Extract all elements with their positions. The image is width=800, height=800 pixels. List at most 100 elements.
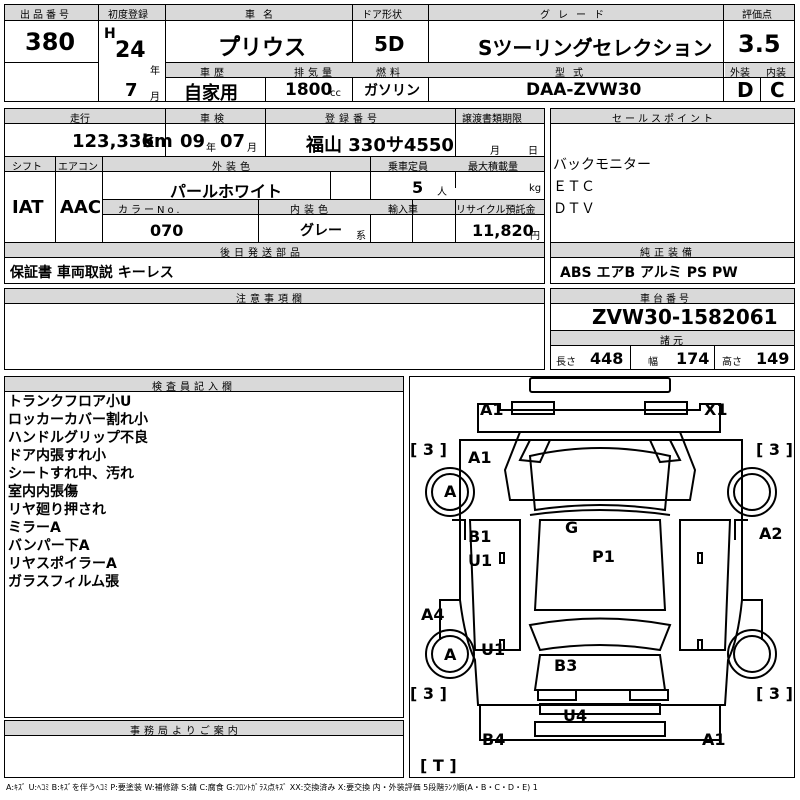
equipment-value: ABS エアB アルミ PS PW	[560, 265, 738, 281]
height-value: 149	[756, 349, 790, 368]
shift-value: IAT	[12, 197, 44, 218]
mark-b3: B3	[554, 656, 578, 675]
inspection-year-unit: 年	[206, 143, 216, 154]
interior-label: 内装	[766, 68, 786, 79]
car-diagram	[425, 377, 777, 741]
inspection-month: 07	[220, 131, 246, 152]
sales-line-3: ＤＴＶ	[553, 201, 595, 217]
load-unit: kg	[529, 183, 542, 194]
lot-number: 380	[25, 28, 76, 56]
exterior-grade: D	[737, 78, 754, 102]
recycle-value: 11,820	[472, 221, 534, 240]
aircon-value: AAC	[60, 197, 102, 218]
history-label: 車歴	[200, 68, 228, 79]
interior-color-value: グレー	[300, 223, 342, 239]
lot-label: 出品番号	[20, 10, 72, 21]
displacement-unit: cc	[330, 88, 341, 99]
era-letter: H	[104, 26, 116, 42]
chassis-value: ZVW30-1582061	[592, 305, 778, 329]
spec-label: 諸元	[660, 336, 686, 347]
recycle-unit: 円	[530, 231, 540, 242]
width-value: 174	[676, 349, 710, 368]
month-unit: 月	[150, 92, 160, 103]
car-name-label: 車名	[245, 10, 281, 21]
tire-mark-top-right: [ 3 ]	[756, 440, 793, 459]
inspector-block	[4, 376, 404, 718]
year-unit: 年	[150, 66, 160, 77]
transfer-label: 譲渡書類期限	[462, 114, 522, 125]
mark-g: G	[565, 518, 579, 537]
shift-label: シフト	[12, 162, 42, 173]
inspector-label: 検査員記入欄	[152, 382, 236, 393]
inspection-label: 車検	[200, 114, 228, 125]
legend: A:ｷｽﾞ U:ﾍｺﾐ B:ｷｽﾞを伴うﾍｺﾐ P:要塗装 W:補修跡 S:錆 …	[6, 783, 538, 792]
score-label: 評価点	[742, 10, 772, 21]
capacity-label: 乗車定員	[388, 162, 428, 173]
inspector-note-line: ミラーA	[8, 520, 61, 536]
inspector-note-line: バンパー下A	[8, 538, 90, 554]
tire-mark-bottom-left: [ 3 ]	[410, 684, 447, 703]
grade-label: グレード	[540, 10, 612, 21]
tire-mark-bottom-right: [ 3 ]	[756, 684, 793, 703]
recycle-label: リサイクル預託金	[456, 205, 536, 216]
mark-b4: B4	[482, 730, 506, 749]
inspector-note-line: ドア内張すれ小	[8, 448, 106, 464]
width-label: 幅	[648, 357, 658, 368]
history-value: 自家用	[184, 83, 238, 104]
notes-label: 注意事項欄	[236, 294, 306, 305]
mileage-unit: km	[142, 131, 173, 152]
displacement-label: 排気量	[294, 68, 336, 79]
displacement-value: 1800	[285, 80, 333, 100]
inspector-note-line: 室内内張傷	[8, 484, 78, 500]
mark-a-front-left: A	[444, 482, 457, 501]
transfer-month-unit: 月	[490, 146, 500, 157]
mark-u4: U4	[563, 706, 588, 725]
exterior-label: 外装	[730, 68, 750, 79]
inspector-note-line: シートすれ中、汚れ	[8, 466, 134, 482]
inspector-note-line: ロッカーカバー割れ小	[8, 412, 148, 428]
capacity-unit: 人	[437, 187, 447, 198]
car-name: プ゚リウス	[218, 36, 307, 61]
length-value: 448	[590, 349, 624, 368]
spare-tire-mark: [ T ]	[420, 756, 457, 775]
plate-value: 福山 330サ4550	[306, 135, 454, 156]
office-label: 事務局よりご案内	[130, 726, 242, 737]
tire-mark-top-left: [ 3 ]	[410, 440, 447, 459]
inspection-month-unit: 月	[247, 143, 257, 154]
colorno-label: カラーNo.	[118, 205, 183, 216]
length-label: 長さ	[556, 357, 576, 368]
aircon-label: エアコン	[58, 162, 98, 173]
colorno-value: 070	[150, 221, 184, 240]
sales-line-1: バックモニター	[553, 157, 651, 173]
transfer-day-unit: 日	[528, 146, 538, 157]
shipping-label: 後日発送部品	[220, 248, 304, 259]
mark-b1: B1	[468, 527, 492, 546]
color-value: パールホワイト	[170, 182, 283, 201]
mileage-label: 走行	[70, 114, 90, 125]
interior-color-label: 内装色	[290, 205, 332, 216]
mark-a1-left: A1	[468, 448, 492, 467]
model-value: DAA-ZVW30	[526, 80, 642, 100]
inspector-note-line: ハンドルグリップ不良	[8, 430, 148, 446]
plate-label: 登録番号	[325, 114, 381, 125]
sales-line-2: ＥＴＣ	[553, 179, 595, 195]
mileage-value: 123,336	[72, 131, 154, 152]
mark-a1-top: A1	[480, 400, 504, 419]
mark-u1-left: U1	[468, 551, 493, 570]
chassis-label: 車台番号	[640, 294, 692, 305]
fuel-value: ガソリン	[364, 83, 420, 99]
mark-a-rear-left: A	[444, 645, 457, 664]
shipping-value: 保証書 車両取説 キーレス	[10, 265, 174, 281]
load-label: 最大積載量	[468, 162, 518, 173]
color-label: 外装色	[212, 162, 254, 173]
interior-color-unit: 系	[356, 231, 366, 242]
model-label: 型式	[555, 68, 591, 79]
inspector-note-line: ガラスフィルム張	[8, 574, 120, 590]
import-label: 輸入車	[388, 205, 418, 216]
inspector-note-line: リヤ廻り押され	[8, 502, 106, 518]
interior-grade: C	[770, 78, 785, 102]
mark-x1: X1	[704, 400, 728, 419]
inspector-note-line: リヤスポイラーA	[8, 556, 117, 572]
mark-a4: A4	[421, 605, 445, 624]
